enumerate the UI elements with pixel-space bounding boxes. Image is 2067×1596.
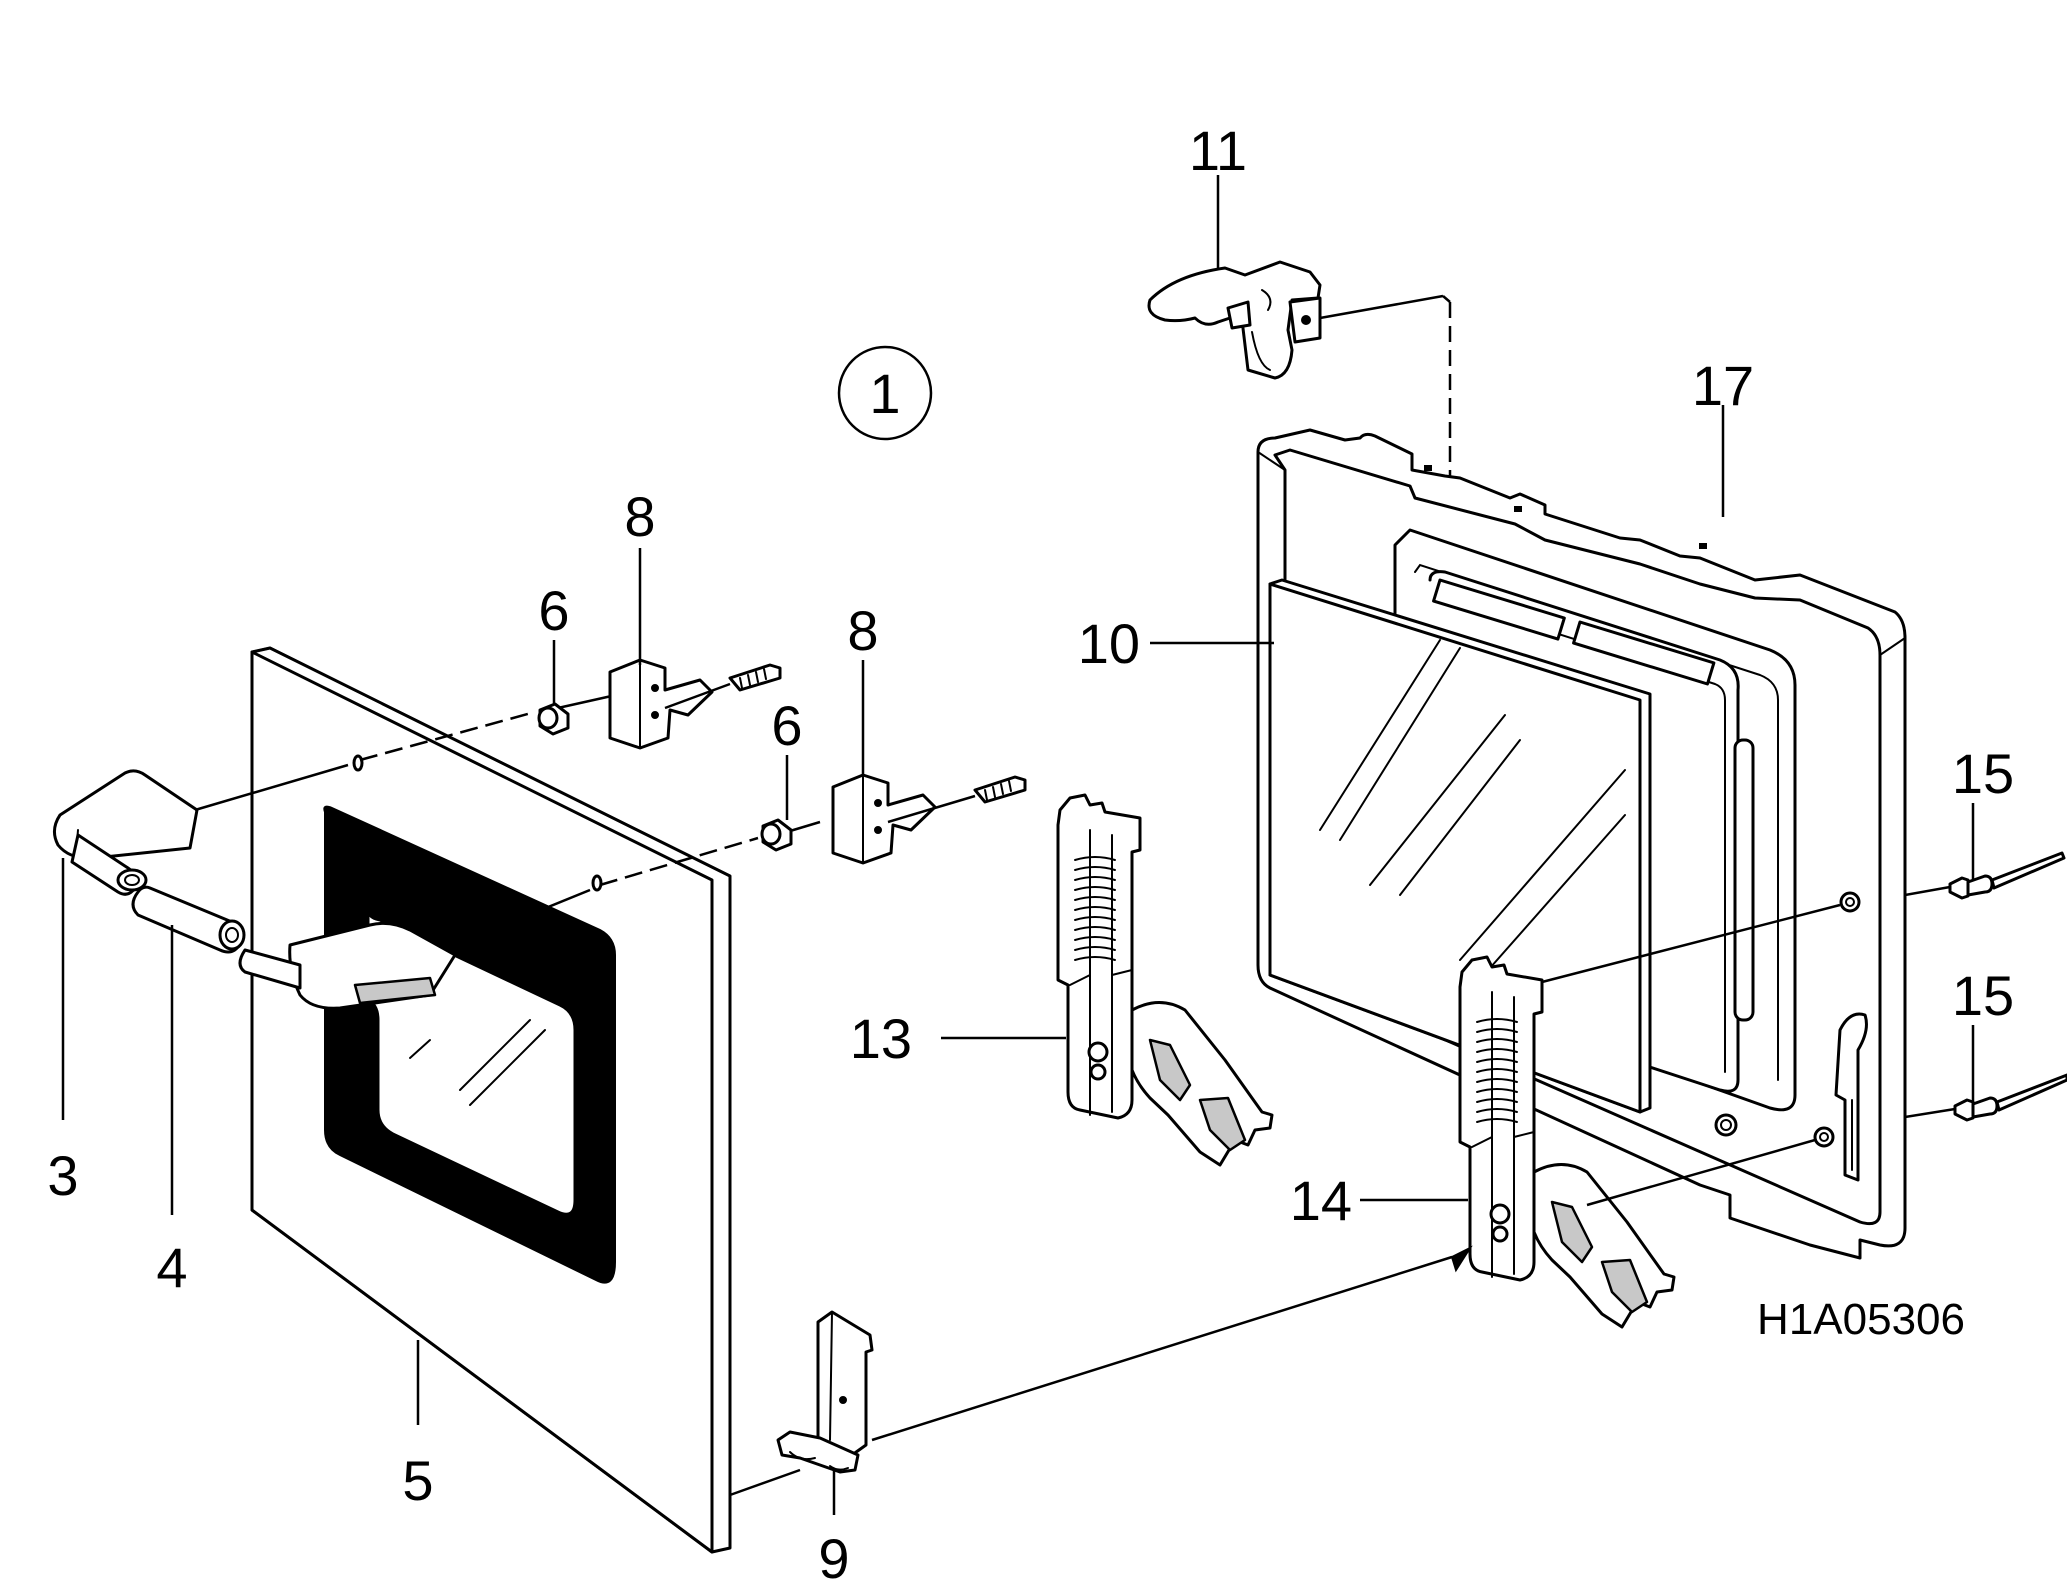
spring-coils-14 <box>1476 1018 1518 1123</box>
spacer-part-lower <box>760 818 793 852</box>
rivet-part-upper <box>1904 851 2066 900</box>
label-part-6-upper: 6 <box>538 579 569 642</box>
handle-tube-part <box>131 885 246 954</box>
callout-labels: 3 4 5 6 6 8 8 9 10 11 13 14 15 15 17 <box>47 119 2014 1590</box>
label-part-13: 13 <box>850 1007 912 1070</box>
handle-leader-lines <box>194 691 821 947</box>
door-panel-part <box>250 646 732 1554</box>
label-part-9: 9 <box>818 1527 849 1590</box>
handle-part <box>53 769 457 1010</box>
label-part-11: 11 <box>1189 119 1247 182</box>
label-part-5: 5 <box>402 1449 433 1512</box>
bracket-part-upper <box>608 658 782 750</box>
rivet-part-lower <box>1904 1073 2067 1122</box>
drawing-code: H1A05306 <box>1757 1295 1965 1344</box>
label-part-10: 10 <box>1078 612 1140 675</box>
hinge-part-13 <box>1056 793 1274 1167</box>
label-part-14: 14 <box>1290 1169 1352 1232</box>
assembly-marker: 1 <box>837 345 933 441</box>
catch-part <box>1147 260 1539 547</box>
clip-part <box>776 1245 1473 1474</box>
hinge-part-14 <box>1458 903 1841 1329</box>
bracket-part-lower <box>831 773 1027 865</box>
spacer-part-upper <box>537 702 570 736</box>
callout-leaders <box>61 175 1975 1515</box>
label-part-8-lower: 8 <box>847 599 878 662</box>
label-part-8-upper: 8 <box>624 485 655 548</box>
assembly-number: 1 <box>869 362 900 425</box>
label-part-15-lower: 15 <box>1952 964 2014 1027</box>
label-part-17: 17 <box>1692 354 1754 417</box>
spring-coils-13 <box>1074 856 1116 961</box>
label-part-3: 3 <box>47 1144 78 1207</box>
label-part-6-lower: 6 <box>771 694 802 757</box>
label-part-15-upper: 15 <box>1952 742 2014 805</box>
label-part-4: 4 <box>156 1236 187 1299</box>
